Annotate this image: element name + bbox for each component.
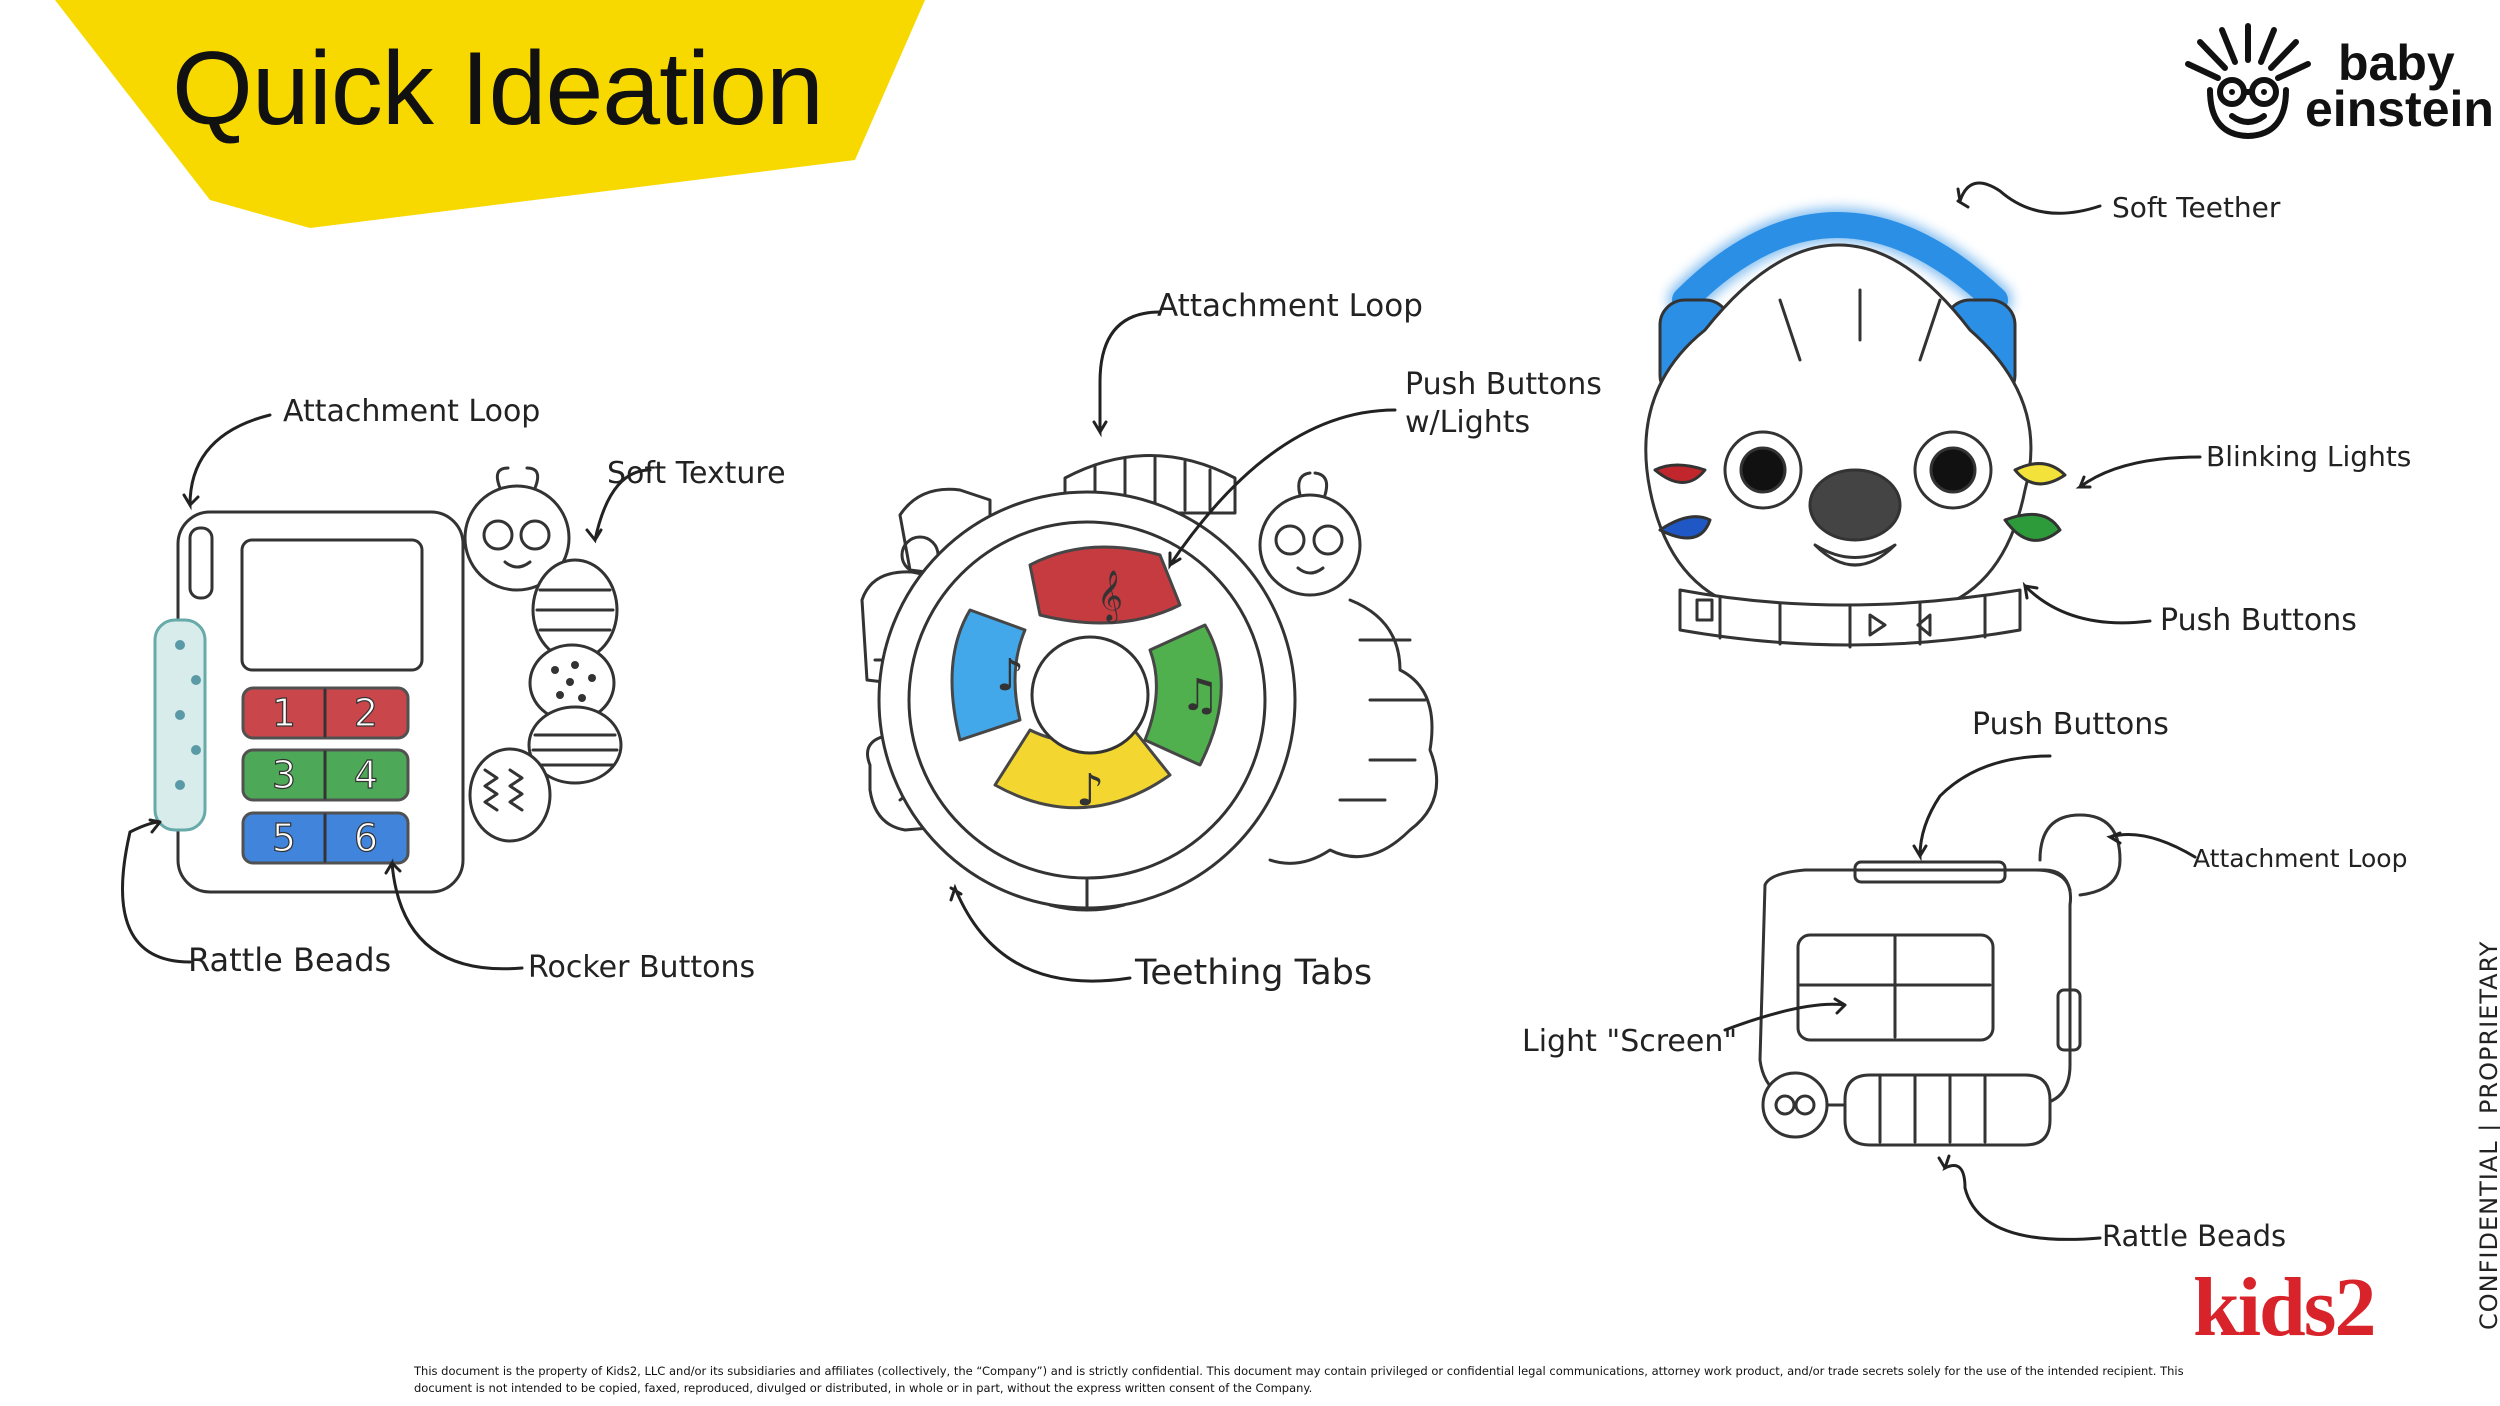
concept3-zebra-sketch xyxy=(1644,208,2033,649)
rocker-button-1: 1 xyxy=(272,691,296,735)
concept1-rocker-buttons xyxy=(241,686,410,865)
label-c3-soft-teether: Soft Teether xyxy=(2112,191,2281,224)
rocker-button-5: 5 xyxy=(272,816,296,860)
label-c1-soft-texture: Soft Texture xyxy=(607,456,786,491)
label-c3-blinking-lights: Blinking Lights xyxy=(2206,440,2412,473)
title-banner xyxy=(55,0,925,228)
label-c3-push-buttons: Push Buttons xyxy=(2160,603,2357,638)
page-title: Quick Ideation xyxy=(172,31,824,147)
logo-baby: baby xyxy=(2338,35,2455,91)
concept3-blinking-lights xyxy=(1653,462,2067,542)
kids2-logo: kids2 xyxy=(2193,1261,2376,1354)
beamed-note-icon: ♫ xyxy=(1180,670,1219,721)
confidential-notice: CONFIDENTIAL | PROPRIETARY xyxy=(2475,940,2500,1330)
label-c1-rocker-buttons: Rocker Buttons xyxy=(528,950,756,985)
concept2-round-sketch xyxy=(860,454,1439,912)
label-c4-push-buttons: Push Buttons xyxy=(1972,707,2169,742)
legal-disclaimer: This document is the property of Kids2, … xyxy=(414,1364,2184,1395)
einstein-face-icon xyxy=(2185,23,2311,140)
label-c2-push-buttons: Push Buttons w/Lights xyxy=(1405,367,1602,440)
label-c1-attachment-loop: Attachment Loop xyxy=(283,394,541,429)
concept1-phone-sketch xyxy=(153,466,623,894)
label-c2-teething-tabs: Teething Tabs xyxy=(1135,953,1373,993)
concept4-device-sketch xyxy=(1758,813,2122,1147)
rocker-button-2: 2 xyxy=(354,691,378,735)
label-c1-rattle-beads: Rattle Beads xyxy=(188,941,392,979)
note-icon: ♪ xyxy=(996,650,1024,701)
treble-clef-icon: 𝄞 xyxy=(1097,570,1123,623)
note-icon: ♪ xyxy=(1076,765,1104,816)
label-c4-rattle-beads: Rattle Beads xyxy=(2102,1219,2287,1253)
rocker-button-6: 6 xyxy=(354,816,378,860)
label-c4-attachment-loop: Attachment Loop xyxy=(2193,844,2408,873)
rocker-button-3: 3 xyxy=(272,753,296,797)
banner-shape xyxy=(55,0,925,228)
concept2-push-buttons xyxy=(950,545,1223,810)
label-c2-attachment-loop: Attachment Loop xyxy=(1157,288,1423,324)
logo-einstein: einstein xyxy=(2305,81,2494,137)
label-c4-light-screen: Light "Screen" xyxy=(1522,1024,1738,1059)
rocker-button-4: 4 xyxy=(354,753,378,797)
